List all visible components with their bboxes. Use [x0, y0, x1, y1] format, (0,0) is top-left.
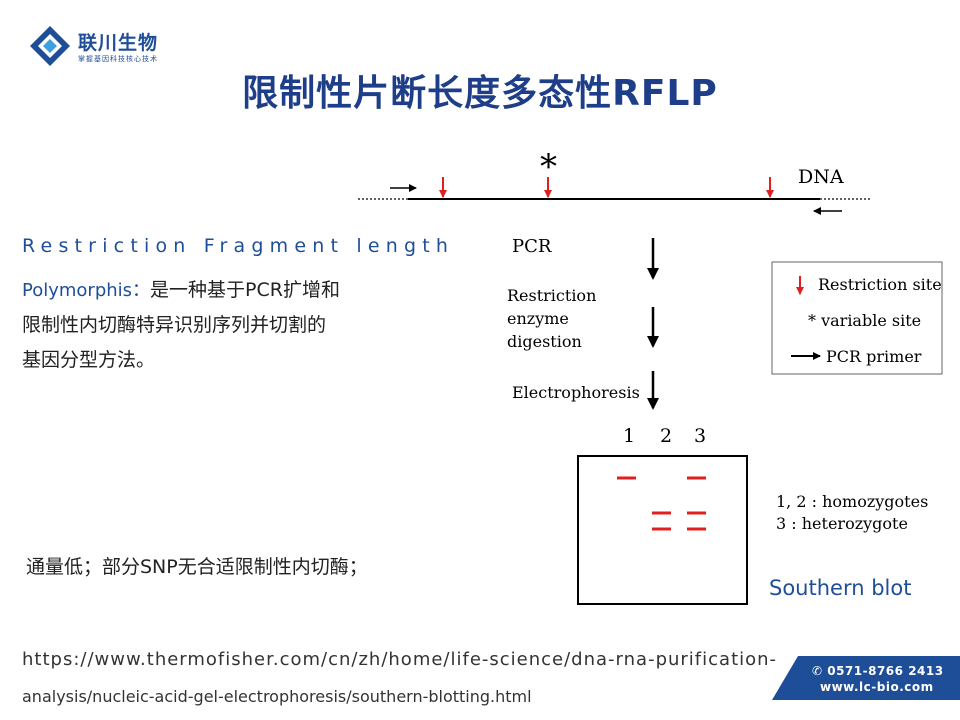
page-title: 限制性片断长度多态性RFLP: [242, 73, 718, 114]
description-line2: 是一种基于PCR扩增和: [150, 279, 340, 301]
genotype-homozygotes: 1, 2 : homozygotes: [776, 492, 928, 511]
step-restriction: Restriction: [507, 286, 596, 305]
legend-restriction-site: Restriction site: [818, 275, 942, 294]
lane-label: 3: [694, 425, 706, 447]
limitation-note: 通量低；部分SNP无合适限制性内切酶；: [26, 556, 368, 578]
step-electrophoresis: Electrophoresis: [512, 383, 640, 402]
reference-url-line2[interactable]: analysis/nucleic-acid-gel-electrophoresi…: [22, 687, 532, 706]
step-digestion: digestion: [507, 332, 582, 351]
step-enzyme: enzyme: [507, 309, 569, 328]
description-body: Polymorphis：是一种基于PCR扩增和 限制性内切酶特异识别序列并切割的…: [22, 273, 422, 378]
footer-phone: ✆ 0571-8766 2413: [812, 664, 944, 678]
footer-website[interactable]: www.lc-bio.com: [820, 680, 934, 694]
brand-logo-icon: [30, 26, 70, 66]
description-line1: Restriction Fragment length: [22, 235, 455, 257]
brand-slogan: 掌握基因科技核心技术: [78, 55, 158, 63]
lane-label: 1: [623, 425, 635, 447]
reference-url-line1[interactable]: https://www.thermofisher.com/cn/zh/home/…: [22, 649, 778, 670]
southern-blot-label: Southern blot: [769, 576, 912, 600]
description-en-part: Polymorphis：: [22, 280, 151, 301]
brand-name: 联川生物: [78, 32, 159, 54]
lane-label: 2: [660, 425, 672, 447]
description-line4: 基因分型方法。: [22, 349, 156, 371]
genotype-heterozygote: 3 : heterozygote: [776, 514, 908, 533]
variable-site-star: *: [540, 147, 557, 187]
description-line3: 限制性内切酶特异识别序列并切割的: [22, 314, 327, 336]
legend-pcr-primer: PCR primer: [826, 347, 922, 366]
dna-label: DNA: [798, 166, 844, 188]
step-pcr: PCR: [512, 236, 552, 257]
legend-variable-site: * variable site: [808, 311, 921, 330]
footer-band: [772, 656, 960, 700]
